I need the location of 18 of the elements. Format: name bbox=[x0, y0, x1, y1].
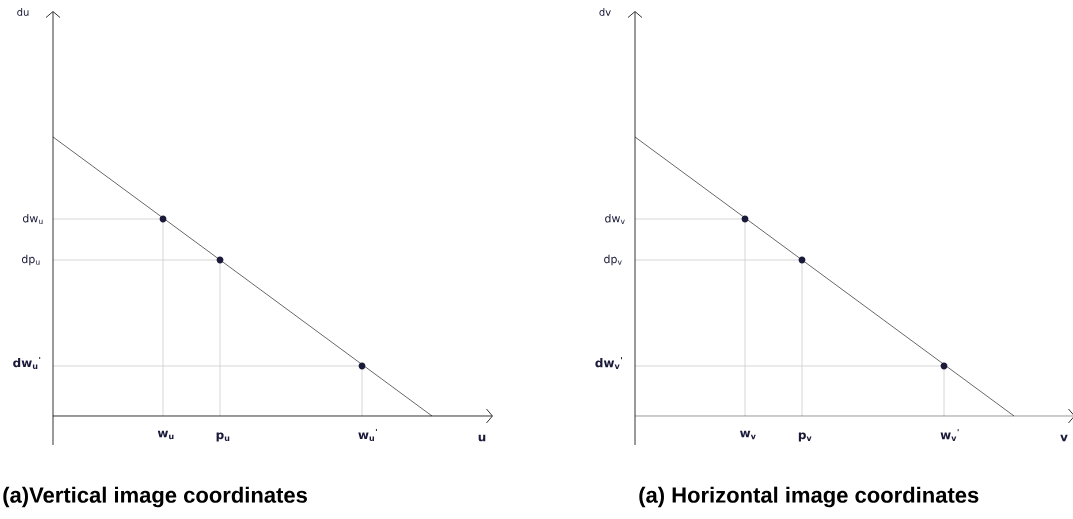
axis-label: dv bbox=[599, 8, 611, 16]
tick-label: dp$_{v}$ bbox=[604, 254, 622, 266]
caption: (a) Horizontal image coordinates bbox=[639, 486, 979, 508]
caption: (a)Vertical image coordinates bbox=[3, 486, 307, 508]
tick-label: p$_{u}$ bbox=[216, 432, 230, 442]
tick-label: dw$_{u}$' bbox=[13, 356, 41, 370]
tick-label: dw$_{v}$ bbox=[605, 214, 625, 224]
tick-label: w$_{v}$' bbox=[940, 429, 959, 441]
axis-label: v bbox=[1060, 434, 1068, 442]
tick-label: w$_{u}$' bbox=[358, 428, 377, 442]
tick-label: dw$_{v}$' bbox=[595, 357, 622, 369]
tick-label: w$_{v}$ bbox=[740, 430, 756, 440]
tick-label: p$_{v}$ bbox=[798, 432, 812, 442]
tick-label: dw$_{u}$ bbox=[22, 213, 43, 225]
axis-label: u bbox=[478, 434, 486, 442]
axis-label: du bbox=[17, 8, 29, 16]
tick-label: w$_{u}$ bbox=[157, 430, 174, 440]
tick-label: dp$_{u}$ bbox=[21, 254, 40, 266]
